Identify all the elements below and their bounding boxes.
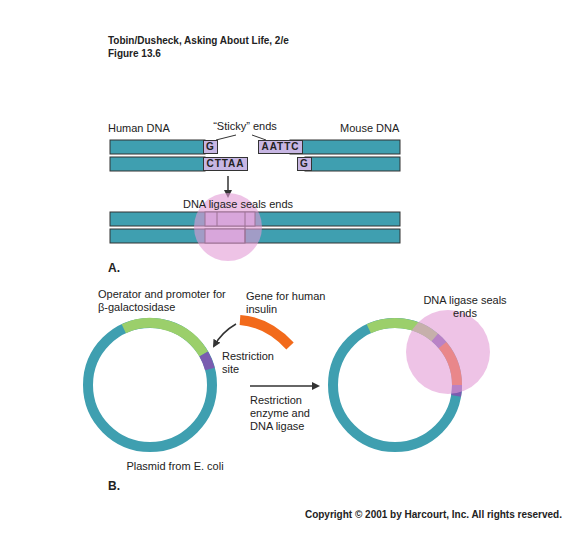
part-name: Mouse DNA bbox=[340, 122, 430, 135]
process-label: DNA ligase seals ends bbox=[410, 294, 520, 320]
part-name: Operator and promoter for β-galactosidas… bbox=[98, 288, 238, 314]
base-letters: G bbox=[206, 141, 215, 153]
figure-number: Figure 13.6 bbox=[108, 47, 228, 60]
process-label: DNA ligase seals ends bbox=[168, 198, 308, 211]
part-name: “Sticky” ends bbox=[200, 120, 290, 133]
book-credit: Tobin/Dusheck, Asking About Life, 2/e bbox=[108, 34, 368, 47]
panel-letter: B. bbox=[108, 480, 138, 493]
panel-letter: A. bbox=[108, 262, 138, 275]
part-name: Gene for human insulin bbox=[246, 290, 342, 316]
sticky-end-box: G bbox=[203, 140, 218, 154]
process-label: Restriction enzyme and DNA ligase bbox=[250, 394, 330, 433]
base-letters: G bbox=[300, 158, 309, 170]
sticky-end-box: CTTAA bbox=[203, 157, 248, 171]
sticky-end-box: G bbox=[297, 157, 312, 171]
base-letters: AATTC bbox=[261, 141, 299, 153]
part-name: Restriction site bbox=[222, 350, 292, 376]
part-name: Human DNA bbox=[108, 122, 198, 135]
part-name: Plasmid from E. coli bbox=[100, 460, 250, 473]
sticky-end-box: AATTC bbox=[258, 140, 303, 154]
base-letters: CTTAA bbox=[206, 158, 244, 170]
copyright-note: Copyright © 2001 by Harcourt, Inc. All r… bbox=[300, 508, 562, 521]
